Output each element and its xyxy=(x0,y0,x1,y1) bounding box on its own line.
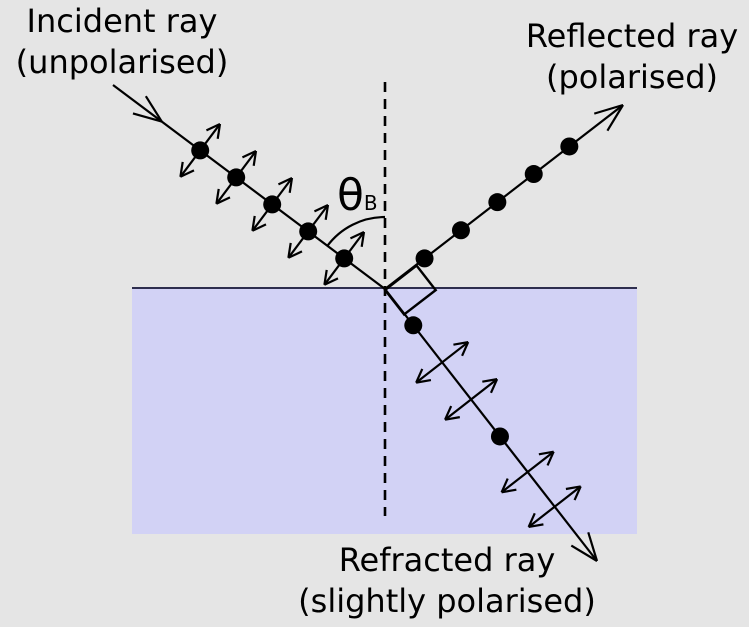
refracted-ray-polarization-arrowhead xyxy=(482,378,498,383)
reflected-ray-label-line1: Reflected ray xyxy=(525,17,739,55)
incident-ray-polarization-arrowhead xyxy=(205,123,221,132)
refracted-ray-label-line2: (slightly polarised) xyxy=(298,582,596,620)
incident-ray-arrowhead xyxy=(132,112,163,123)
reflected-ray-polarization-dot xyxy=(415,249,434,268)
incident-ray-polarization-arrowhead xyxy=(323,277,339,286)
reflected-ray-polarization-dot xyxy=(451,221,470,240)
reflected-ray-label-line2: (polarised) xyxy=(545,58,719,96)
refracted-ray-polarization-arrow xyxy=(444,378,498,421)
refracted-ray-polarization-arrowhead xyxy=(538,450,554,456)
incident-ray-polarization-arrow xyxy=(323,231,365,286)
refracted-ray-polarization-arrowhead xyxy=(565,485,581,491)
refracted-ray-polarization-dot xyxy=(490,427,509,446)
incident-ray-polarization-arrowhead xyxy=(287,242,292,258)
reflected-ray-arrowhead xyxy=(593,103,624,115)
incident-ray-polarization-arrow xyxy=(179,123,221,178)
refracted-ray-polarization-arrowhead xyxy=(500,478,509,493)
incident-ray-label-line2: (unpolarised) xyxy=(15,43,229,81)
incident-ray-polarization-arrow xyxy=(287,204,329,259)
incident-ray-polarization-arrowhead xyxy=(349,231,365,240)
refracted-ray-polarization-arrow xyxy=(527,485,582,528)
refracted-ray-polarization-arrowhead xyxy=(415,368,424,384)
incident-ray-polarization-arrowhead xyxy=(216,123,222,139)
incident-ray-polarization-arrowhead xyxy=(215,188,220,204)
refracted-ray-polarization-arrowhead xyxy=(573,485,582,501)
incident-ray-polarization-arrow xyxy=(215,150,257,205)
incident-ray-label-line1: Incident ray xyxy=(26,2,218,40)
incident-ray-polarization-arrow xyxy=(251,177,293,232)
reflected-ray-polarization-dot xyxy=(488,193,507,212)
incident-ray-polarization-arrowhead xyxy=(288,177,294,193)
reflected-ray-label: Reflected ray (polarised) xyxy=(512,16,749,98)
refracted-ray-polarization-arrowhead xyxy=(546,451,555,466)
incident-ray-polarization-arrowhead xyxy=(323,269,328,285)
refracted-ray-polarization-arrow xyxy=(415,341,469,384)
refracted-ray-line xyxy=(384,288,598,562)
incident-ray-polarization-arrowhead xyxy=(313,204,329,213)
refracted-ray-polarization-arrowhead xyxy=(489,378,499,394)
incident-ray-label: Incident ray (unpolarised) xyxy=(2,1,242,83)
theta-subscript: B xyxy=(363,191,378,215)
refracted-ray-label: Refracted ray (slightly polarised) xyxy=(285,540,609,622)
refracted-ray-arrowhead xyxy=(570,544,598,562)
incident-ray-arrowhead xyxy=(144,95,163,123)
refracted-ray-polarization-arrowhead xyxy=(527,512,536,528)
refracted-ray-polarization-arrowhead xyxy=(444,416,461,421)
incident-ray-polarization-arrowhead xyxy=(277,177,293,186)
refracted-ray-arrowhead xyxy=(587,531,599,562)
reflected-ray-arrowhead xyxy=(606,104,624,132)
brewster-angle-label: θB xyxy=(337,174,378,225)
incident-ray-polarization-arrowhead xyxy=(251,223,267,232)
refracted-ray-polarization-arrow xyxy=(500,450,555,494)
refracted-ray-polarization-dot xyxy=(404,316,423,335)
refracted-ray-label-line1: Refracted ray xyxy=(338,541,556,579)
reflected-ray-polarization-dot xyxy=(524,165,543,184)
incident-ray-polarization-arrowhead xyxy=(179,169,195,178)
brewster-angle-arc xyxy=(326,215,386,247)
refracted-ray-polarization-arrowhead xyxy=(501,488,517,494)
incident-ray-polarization-arrowhead xyxy=(215,196,231,205)
incident-ray-polarization-arrowhead xyxy=(179,161,184,177)
refracted-ray-polarization-arrowhead xyxy=(528,523,544,529)
incident-ray-polarization-arrowhead xyxy=(252,150,258,166)
refracted-ray-polarization-arrowhead xyxy=(444,405,453,421)
reflected-ray-polarization-dot xyxy=(560,137,579,156)
refracted-ray-polarization-arrowhead xyxy=(461,341,470,357)
theta-symbol: θ xyxy=(337,170,364,221)
incident-ray-polarization-arrowhead xyxy=(324,204,330,220)
incident-ray-polarization-arrowhead xyxy=(241,150,257,159)
incident-ray-polarization-arrowhead xyxy=(360,231,366,247)
refracted-ray-polarization-arrowhead xyxy=(415,378,432,384)
refracted-ray-polarization-arrowhead xyxy=(453,340,469,346)
incident-ray-polarization-arrowhead xyxy=(287,250,303,259)
incident-ray-polarization-arrowhead xyxy=(251,215,256,231)
